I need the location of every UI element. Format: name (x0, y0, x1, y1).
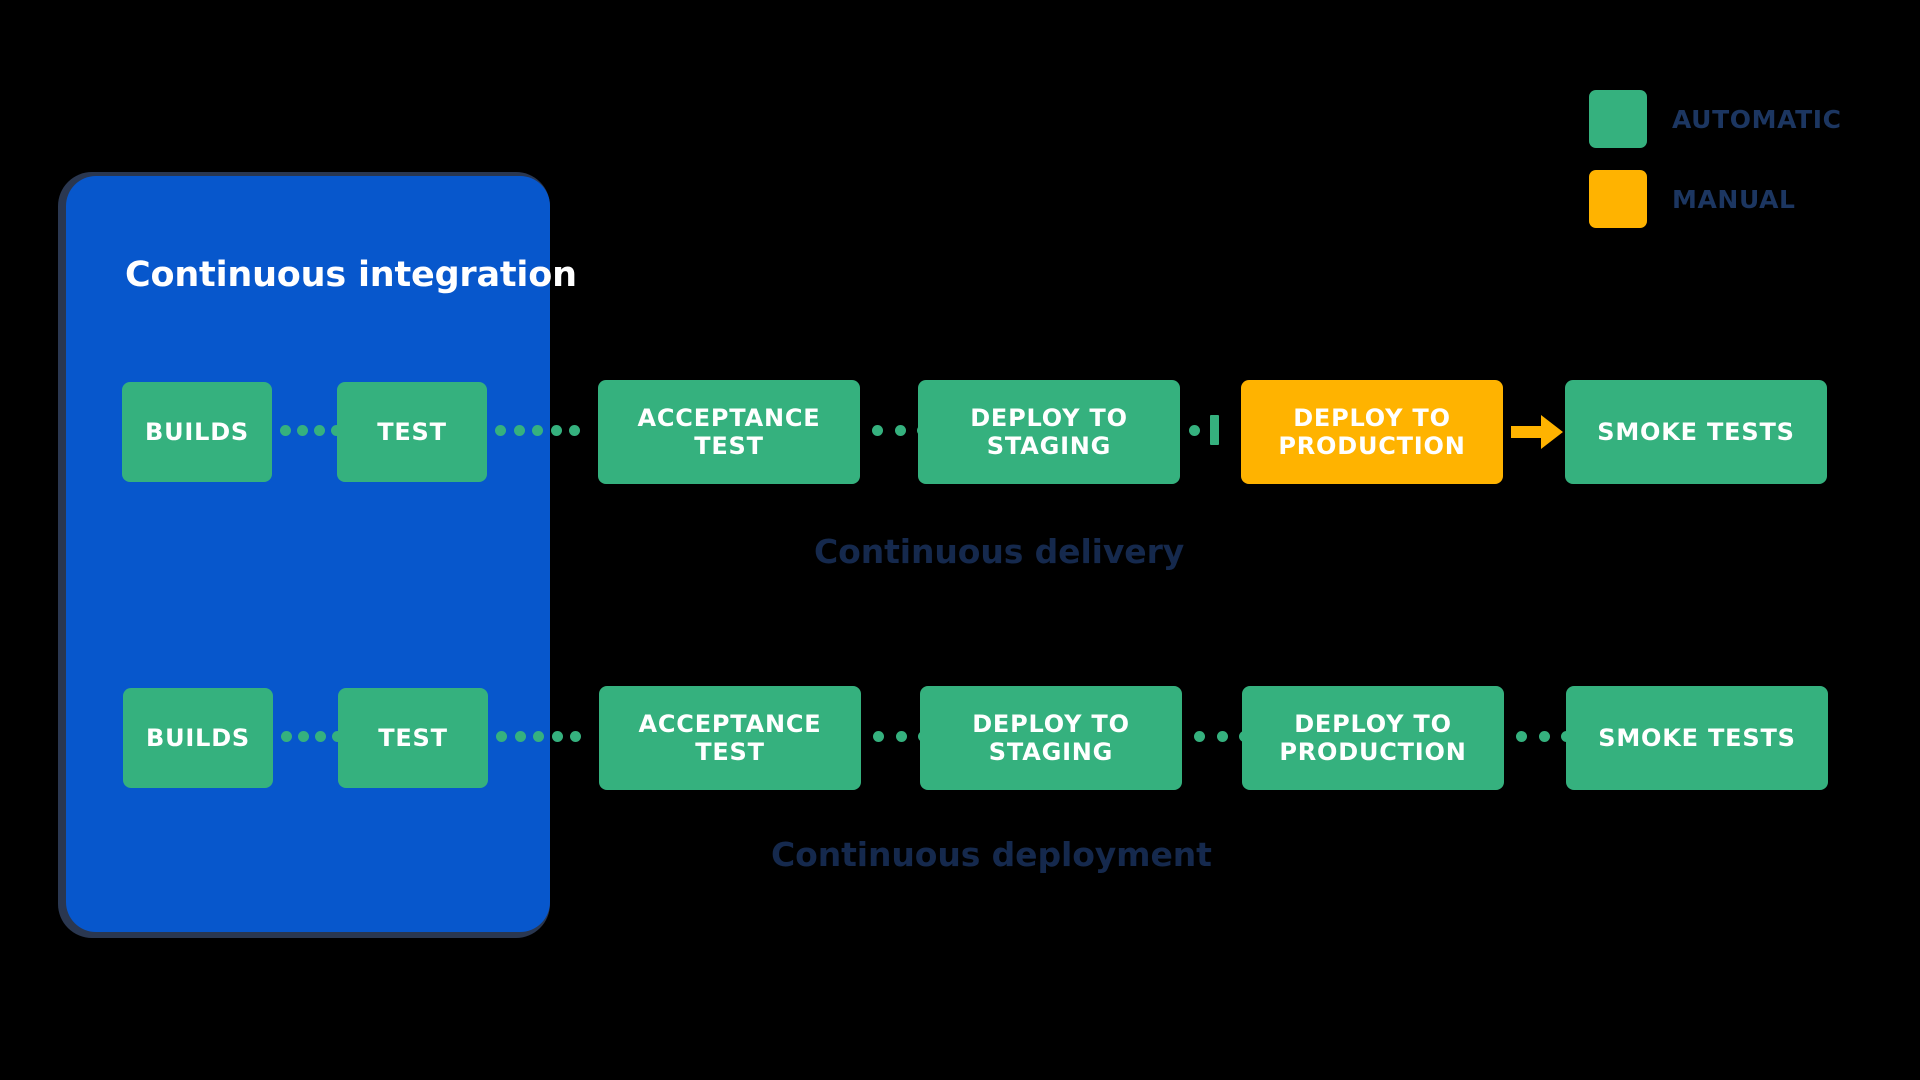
continuous-integration-panel (66, 176, 550, 932)
stage-deploy-to-staging-deployment[interactable]: DEPLOY TO STAGING (920, 686, 1182, 790)
connector-builds-to-test-deployment (281, 730, 343, 742)
stage-smoke-tests-deployment[interactable]: SMOKE TESTS (1566, 686, 1828, 790)
stage-smoke-tests-delivery[interactable]: SMOKE TESTS (1565, 380, 1827, 484)
connector-builds-to-test-delivery (280, 424, 342, 436)
stage-builds-deployment[interactable]: BUILDS (123, 688, 273, 788)
legend-label-manual: MANUAL (1672, 184, 1796, 214)
stage-acceptance-test-deployment[interactable]: ACCEPTANCE TEST (599, 686, 861, 790)
legend-item-automatic: AUTOMATIC (1589, 90, 1889, 148)
stage-deploy-to-staging-delivery[interactable]: DEPLOY TO STAGING (918, 380, 1180, 484)
caption-continuous-delivery: Continuous delivery (814, 532, 1185, 571)
stage-deploy-to-production-deployment[interactable]: DEPLOY TO PRODUCTION (1242, 686, 1504, 790)
connector-staging-to-production-delivery (1189, 424, 1200, 436)
legend-item-manual: MANUAL (1589, 170, 1889, 228)
stage-test-deployment[interactable]: TEST (338, 688, 488, 788)
connector-test-to-acceptance-delivery (495, 424, 580, 436)
legend-swatch-automatic-icon (1589, 90, 1647, 148)
continuous-integration-title: Continuous integration (125, 255, 577, 295)
arrow-production-to-smoke-tests-icon (1511, 415, 1563, 449)
legend-label-automatic: AUTOMATIC (1672, 104, 1842, 134)
stage-test-delivery[interactable]: TEST (337, 382, 487, 482)
connector-test-to-acceptance-deployment (496, 730, 581, 742)
stage-deploy-to-production-delivery[interactable]: DEPLOY TO PRODUCTION (1241, 380, 1503, 484)
stage-acceptance-test-delivery[interactable]: ACCEPTANCE TEST (598, 380, 860, 484)
stage-builds-delivery[interactable]: BUILDS (122, 382, 272, 482)
legend-swatch-manual-icon (1589, 170, 1647, 228)
caption-continuous-deployment: Continuous deployment (771, 835, 1212, 874)
connector-production-to-smoke-tests-deployment (1516, 730, 1572, 742)
manual-gate-bar-icon (1210, 415, 1219, 445)
legend: AUTOMATIC MANUAL (1589, 90, 1889, 250)
